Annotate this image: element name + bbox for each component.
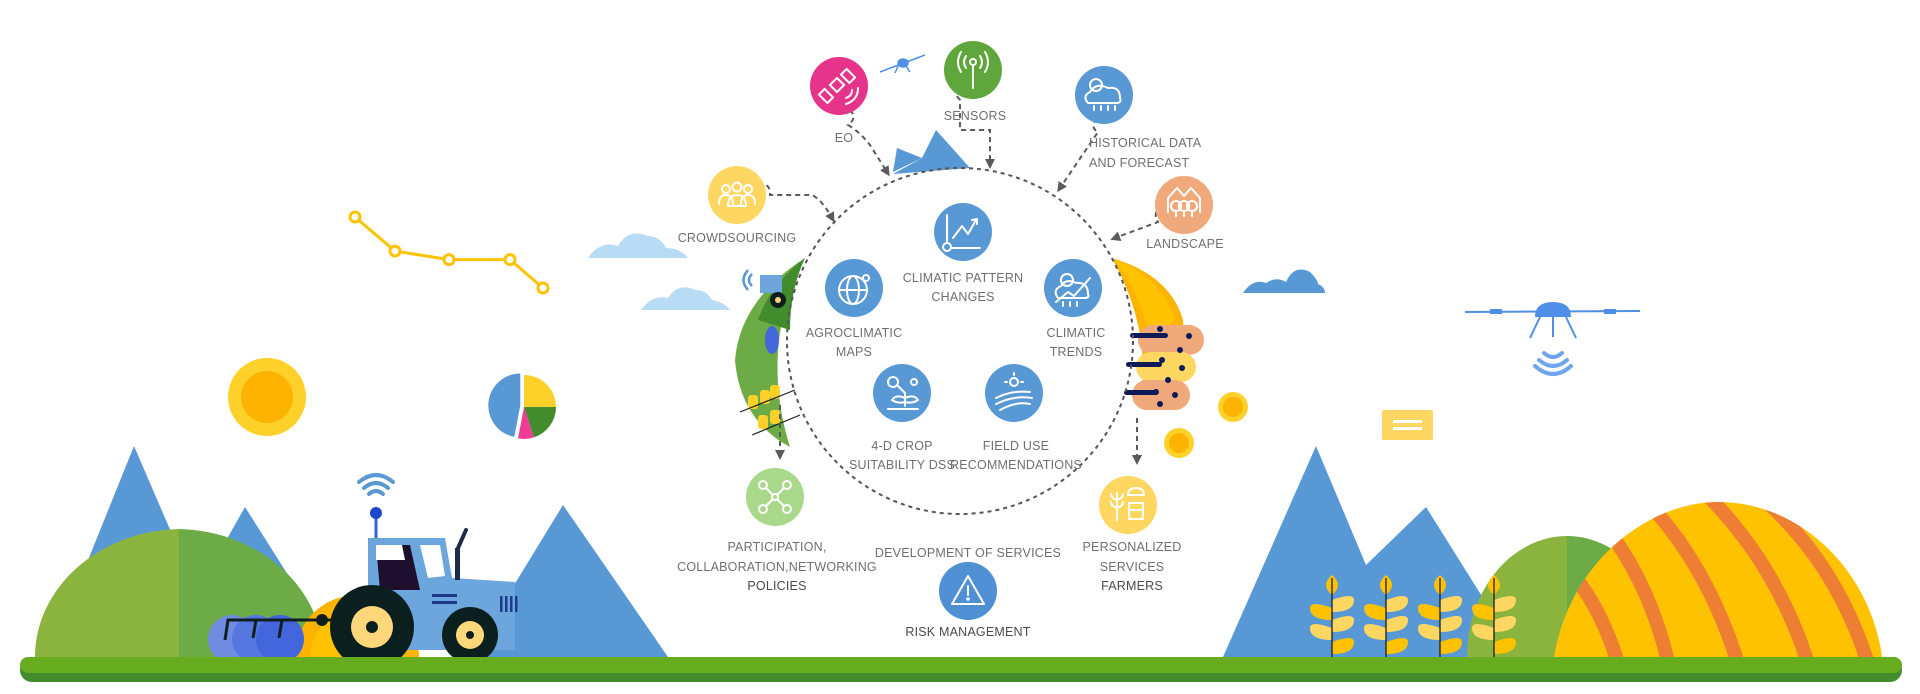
yellow-crescent bbox=[1112, 258, 1204, 410]
people-icon bbox=[718, 181, 756, 207]
label-line-2: SUITABILITY DSS bbox=[849, 458, 955, 472]
satellite-icon bbox=[817, 67, 859, 105]
landscape-label: LANDSCAPE bbox=[1146, 237, 1224, 251]
cloud-right bbox=[1243, 269, 1325, 293]
cloud-left-1 bbox=[588, 233, 688, 258]
wifi-small-icon bbox=[742, 269, 753, 291]
coin-1 bbox=[1218, 392, 1248, 422]
message-note-icon bbox=[1382, 410, 1433, 440]
development-of-services-label: DEVELOPMENT OF SERVICES bbox=[875, 546, 1061, 560]
pie-slice bbox=[524, 407, 556, 438]
input-eo[interactable]: EO bbox=[810, 57, 868, 145]
label-line-1: CLIMATIC bbox=[1046, 326, 1105, 340]
line-chart-decor bbox=[348, 210, 550, 295]
eo-label: EO bbox=[835, 131, 854, 145]
output-policies[interactable]: PARTICIPATION, COLLABORATION,NETWORKING … bbox=[677, 468, 877, 593]
seed-pods bbox=[1124, 325, 1204, 410]
label-line-1: 4-D CROP bbox=[871, 439, 932, 453]
output-risk-management[interactable]: RISK MANAGEMENT bbox=[905, 562, 1031, 639]
historical-label-line-2: AND FORECAST bbox=[1089, 156, 1189, 170]
signal-icon bbox=[1533, 351, 1573, 376]
line-chart-point bbox=[348, 210, 362, 224]
hub-item-climatic-trends[interactable]: CLIMATIC TRENDS bbox=[1044, 259, 1106, 359]
pie-slice bbox=[518, 407, 534, 440]
input-landscape[interactable]: LANDSCAPE bbox=[1146, 176, 1224, 251]
line-chart-point bbox=[388, 244, 402, 258]
wifi-icon bbox=[357, 473, 395, 496]
label-line-2: TRENDS bbox=[1050, 345, 1103, 359]
wheat-stalk bbox=[1364, 575, 1408, 668]
pie-slice bbox=[524, 375, 556, 407]
personalized-emphasis: FARMERS bbox=[1101, 579, 1163, 593]
output-personalized-services[interactable]: PERSONALIZED SERVICES FARMERS bbox=[1083, 476, 1182, 593]
label-line-2: MAPS bbox=[836, 345, 872, 359]
sun-field-icon bbox=[995, 372, 1033, 411]
hub-item-crop-suitability-dss[interactable]: 4-D CROP SUITABILITY DSS bbox=[849, 364, 955, 472]
input-sensors[interactable]: SENSORS bbox=[944, 41, 1007, 123]
hub-ring bbox=[786, 167, 1134, 515]
hub-item-agroclimatic-maps[interactable]: AGROCLIMATIC MAPS bbox=[806, 259, 903, 359]
personalized-line-2: SERVICES bbox=[1100, 560, 1165, 574]
drone-icon bbox=[1464, 302, 1641, 339]
hub-item-field-use-recommendations[interactable]: FIELD USE RECOMMENDATIONS bbox=[950, 364, 1082, 472]
label-line-1: CLIMATIC PATTERN bbox=[903, 271, 1024, 285]
sun-left bbox=[228, 358, 306, 436]
small-drone-icon bbox=[879, 54, 926, 74]
green-crescent bbox=[735, 258, 805, 447]
input-crowdsourcing[interactable]: CROWDSOURCING bbox=[678, 166, 797, 245]
striped-field-dome bbox=[1554, 502, 1882, 657]
pie-slice bbox=[488, 373, 521, 437]
historical-label-line-1: HISTORICAL DATA bbox=[1089, 136, 1202, 150]
risk-management-label: RISK MANAGEMENT bbox=[905, 625, 1030, 639]
label-line-2: CHANGES bbox=[931, 290, 994, 304]
policies-line-1: PARTICIPATION, bbox=[727, 540, 826, 554]
input-historical-data[interactable]: HISTORICAL DATA AND FORECAST bbox=[1075, 66, 1202, 170]
cloud-left-2 bbox=[641, 287, 730, 310]
label-line-1: AGROCLIMATIC bbox=[806, 326, 903, 340]
farmer-wheat-icon bbox=[1110, 487, 1145, 521]
cloud-trend-icon bbox=[1054, 273, 1091, 307]
line-chart-point bbox=[442, 253, 456, 267]
wheat-stalk bbox=[1310, 575, 1354, 668]
ground bbox=[20, 657, 1902, 682]
line-chart-point bbox=[503, 253, 517, 267]
antenna-icon bbox=[957, 51, 989, 89]
label-line-2: RECOMMENDATIONS bbox=[950, 458, 1082, 472]
thermometer-chart-icon bbox=[942, 214, 981, 252]
hub-item-climatic-pattern-changes[interactable]: CLIMATIC PATTERN CHANGES bbox=[903, 203, 1024, 304]
line-chart-point bbox=[536, 281, 550, 295]
wheat-row bbox=[1310, 575, 1516, 668]
policies-line-2: COLLABORATION,NETWORKING bbox=[677, 560, 877, 574]
network-icon bbox=[758, 480, 792, 514]
crowdsourcing-label: CROWDSOURCING bbox=[678, 231, 797, 245]
personalized-line-1: PERSONALIZED bbox=[1083, 540, 1182, 554]
pie-chart-decor bbox=[488, 373, 556, 440]
bales bbox=[208, 615, 304, 663]
globe-map-icon bbox=[838, 274, 870, 305]
sensors-label: SENSORS bbox=[944, 109, 1007, 123]
coin-2 bbox=[1164, 428, 1194, 458]
policies-emphasis: POLICIES bbox=[747, 579, 806, 593]
plant-icon bbox=[887, 376, 919, 410]
signal-triangles bbox=[893, 130, 970, 174]
wheat-stalk bbox=[1472, 575, 1516, 668]
label-line-1: FIELD USE bbox=[983, 439, 1049, 453]
weather-icon bbox=[1084, 78, 1122, 111]
line-chart-line bbox=[354, 215, 544, 290]
trees-mountains-icon bbox=[1167, 187, 1201, 217]
warning-icon bbox=[951, 575, 985, 605]
tractor bbox=[223, 507, 518, 669]
wheat-stalk bbox=[1418, 575, 1462, 668]
